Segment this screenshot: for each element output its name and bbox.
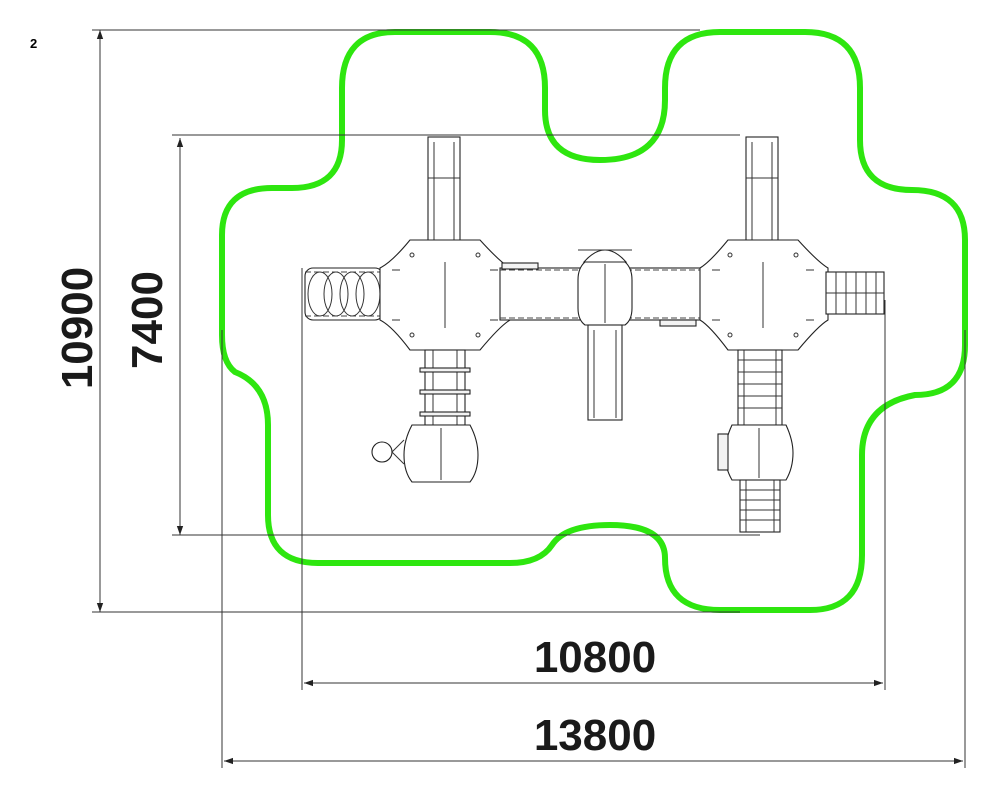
slide-top-right — [745, 136, 779, 243]
tower-platform-right — [699, 239, 829, 351]
crawl-tube-rings — [304, 267, 384, 321]
slide-center — [587, 324, 623, 421]
tower-platform-left — [379, 239, 511, 351]
dimension-label-10900: 10900 — [53, 267, 102, 389]
steps-right-bottom — [739, 479, 781, 533]
dimension-10800: 10800 — [301, 268, 886, 690]
playground-equipment — [304, 136, 885, 533]
dimension-10900: 10900 — [53, 29, 740, 613]
page-number: 2 — [30, 36, 38, 51]
center-deck — [577, 249, 633, 326]
platform-left-lower — [371, 424, 479, 483]
safety-zone-outline — [219, 29, 968, 613]
steps-right-lower — [737, 349, 783, 426]
dimension-label-13800: 13800 — [534, 711, 656, 760]
dimension-label-10800: 10800 — [534, 633, 656, 682]
dimension-7400: 7400 — [123, 134, 760, 536]
platform-right-lower — [717, 424, 794, 481]
ladder-right — [825, 271, 885, 315]
dimension-label-7400: 7400 — [123, 271, 172, 369]
slide-top-left — [427, 136, 461, 243]
ladder-left-lower — [419, 349, 471, 426]
dimension-13800: 13800 — [221, 330, 966, 768]
